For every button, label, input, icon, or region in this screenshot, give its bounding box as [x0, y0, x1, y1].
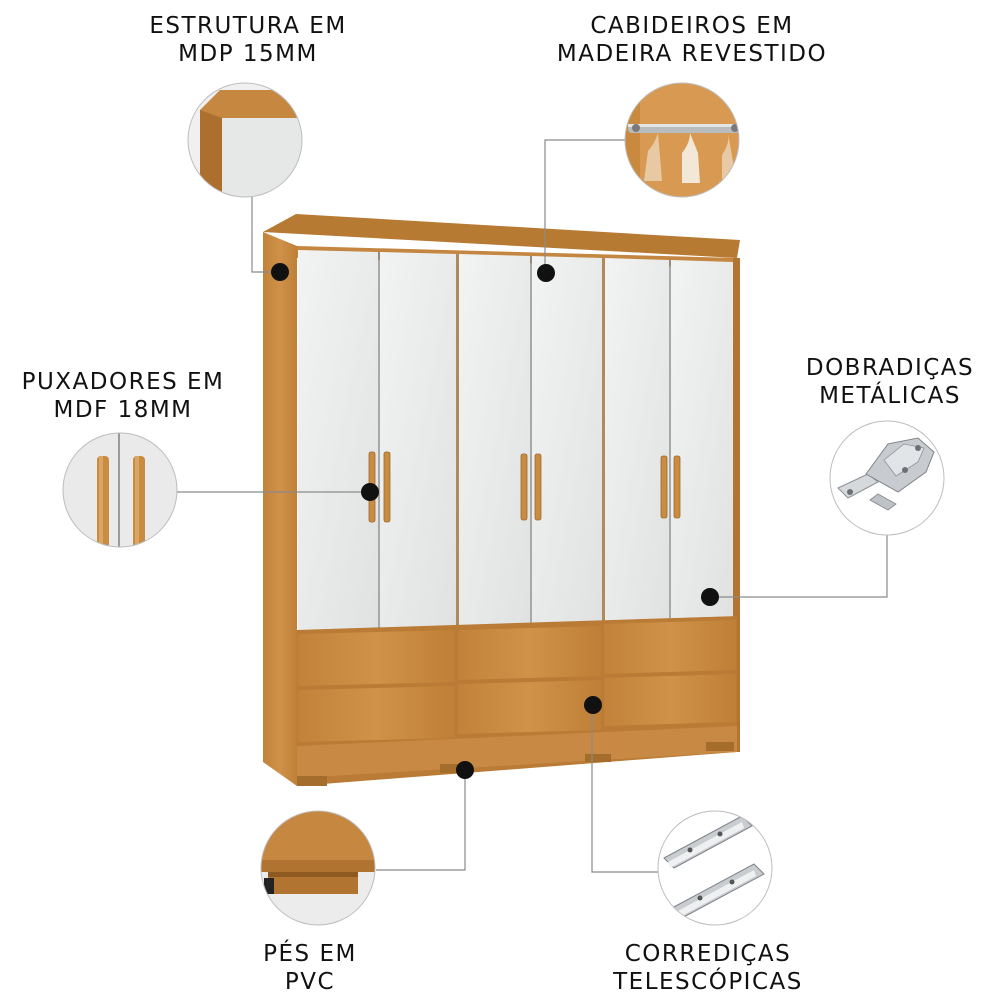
drawers — [297, 616, 737, 786]
drawer — [298, 686, 455, 742]
callout-pes: PÉS EM PVC — [240, 940, 380, 996]
left-side-panel — [263, 232, 297, 786]
foot — [440, 764, 466, 773]
foot — [706, 742, 734, 751]
handle — [520, 453, 528, 521]
door-3 — [459, 254, 530, 628]
callout-puxadores: PUXADORES EM MDF 18MM — [18, 368, 228, 424]
callout-dobradicas: DOBRADIÇAS METÁLICAS — [795, 354, 985, 410]
door-6 — [671, 260, 733, 618]
callout-dobradicas-line2: METÁLICAS — [819, 383, 961, 409]
feet — [297, 742, 734, 786]
detail-circle-pes — [260, 810, 376, 926]
drawer — [604, 620, 736, 674]
doors — [298, 250, 733, 630]
callout-cabideiros: CABIDEIROS EM MADEIRA REVESTIDO — [552, 12, 832, 68]
marker-dot — [701, 588, 719, 606]
drawer — [604, 674, 736, 726]
door-1 — [298, 250, 378, 630]
detail-circle-cabideiros — [624, 82, 740, 198]
callout-corredicas-line1: CORREDIÇAS — [624, 941, 792, 967]
drawer — [458, 680, 601, 734]
callout-estrutura-line2: MDP 15MM — [178, 41, 318, 67]
detail-circle-corredicas — [657, 810, 773, 926]
handle — [673, 455, 681, 519]
detail-circle-puxadores — [62, 432, 178, 548]
drawer — [458, 626, 601, 680]
callout-corredicas-line2: TELESCÓPICAS — [613, 969, 803, 995]
foot — [297, 776, 327, 786]
callout-dobradicas-line1: DOBRADIÇAS — [805, 355, 975, 381]
callout-pes-line1: PÉS EM — [263, 941, 357, 967]
handle — [660, 455, 668, 519]
callout-puxadores-line2: MDF 18MM — [53, 397, 193, 423]
handle — [534, 453, 542, 521]
marker-dot — [456, 761, 474, 779]
callout-estrutura: ESTRUTURA EM MDP 15MM — [148, 12, 348, 68]
foot — [585, 754, 611, 762]
leader-line-estrutura — [251, 197, 280, 273]
handle — [383, 451, 391, 523]
leader-line-corredicas — [591, 705, 658, 873]
leader-line-pes — [376, 770, 466, 871]
leader-line-cabideiros — [544, 139, 627, 272]
detail-circle-dobradicas — [829, 420, 945, 536]
marker-dot — [584, 696, 602, 714]
plinth — [297, 726, 737, 778]
callout-cabideiros-line2: MADEIRA REVESTIDO — [556, 41, 828, 67]
drawer — [298, 630, 455, 686]
top-panel — [263, 214, 740, 258]
door-5 — [605, 258, 669, 622]
door-4 — [532, 256, 602, 626]
door-2 — [380, 252, 456, 630]
wardrobe — [263, 214, 740, 786]
callout-corredicas: CORREDIÇAS TELESCÓPICAS — [598, 940, 818, 996]
marker-dot — [271, 263, 289, 281]
marker-dot — [361, 483, 379, 501]
leader-line-dobradicas — [710, 535, 888, 598]
callout-estrutura-line1: ESTRUTURA EM — [149, 13, 347, 39]
leader-lines — [177, 139, 888, 873]
handles — [368, 451, 681, 523]
detail-circle-estrutura — [187, 82, 303, 198]
callout-cabideiros-line1: CABIDEIROS EM — [590, 13, 794, 39]
callout-pes-line2: PVC — [284, 969, 336, 995]
marker-dot — [537, 264, 555, 282]
callout-puxadores-line1: PUXADORES EM — [21, 369, 225, 395]
markers — [271, 263, 719, 779]
